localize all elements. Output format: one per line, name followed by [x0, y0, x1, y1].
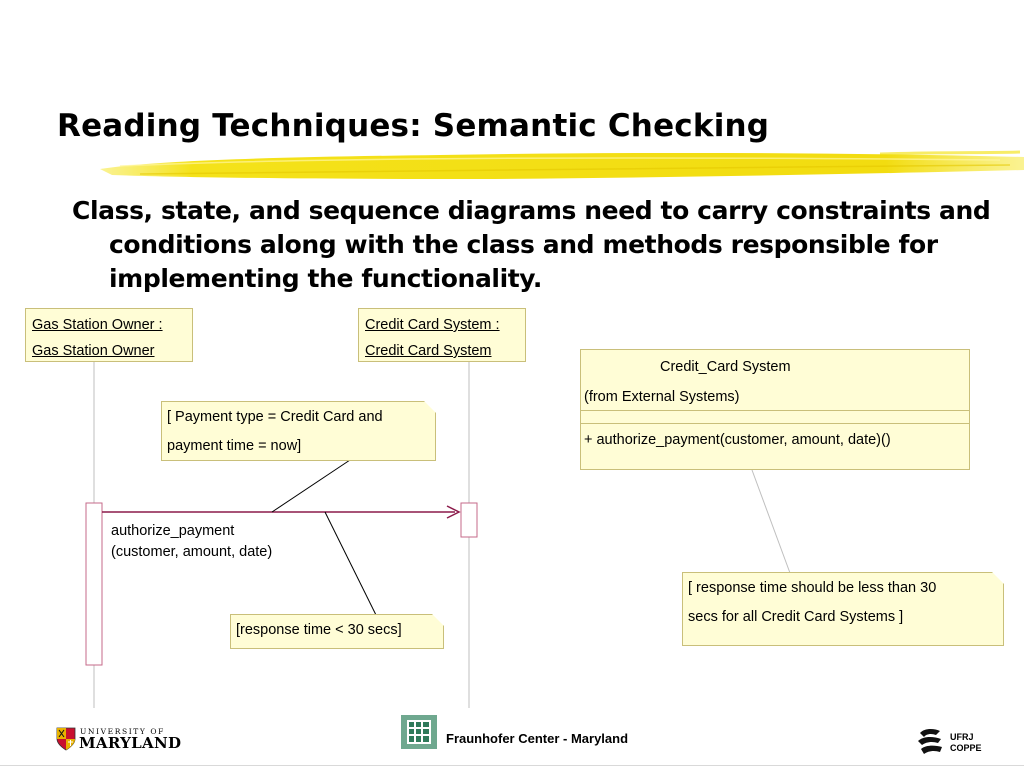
sequence-diagram-lines: [85, 362, 791, 708]
message-label-line2: (customer, amount, date): [111, 544, 273, 560]
ufrj-coppe-text: UFRJ COPPE: [950, 732, 982, 754]
activation-bar-credit-card: [460, 502, 478, 538]
activation-bar-owner: [85, 502, 103, 666]
highlight-brush-underline: [100, 150, 1024, 179]
note-response-time: [response time < 30 secs]: [230, 614, 444, 649]
ufrj-logo-icon: [918, 728, 942, 754]
class-package: (from External Systems): [584, 389, 740, 405]
umd-small-text: UNIVERSITY OF: [80, 727, 165, 736]
note-payment-line2: payment time = now]: [167, 438, 302, 454]
note-payment-condition: [ Payment type = Credit Card and payment…: [161, 401, 436, 461]
umd-shield-icon: [56, 727, 76, 751]
message-arrowhead: [446, 505, 461, 519]
message-label: authorize_payment (customer, amount, dat…: [111, 521, 272, 563]
object-ccs-line1: Credit Card System :: [365, 317, 500, 333]
message-label-line1: authorize_payment: [111, 523, 235, 539]
footer-divider: [0, 765, 1024, 766]
slide-title: Reading Techniques: Semantic Checking: [57, 108, 770, 144]
note-constraint-line1: [ response time should be less than 30: [688, 580, 937, 596]
object-ccs-line2: Credit Card System: [365, 343, 492, 359]
ufrj-line2: COPPE: [950, 743, 982, 753]
object-credit-card-system: Credit Card System : Credit Card System: [358, 308, 526, 362]
note-payment-line1: [ Payment type = Credit Card and: [167, 409, 383, 425]
ufrj-line1: UFRJ: [950, 732, 974, 742]
note-response-time-line1: [response time < 30 secs]: [236, 622, 402, 638]
class-name: Credit_Card System: [660, 359, 791, 375]
class-operation: + authorize_payment(customer, amount, da…: [584, 432, 891, 448]
bullet-text: Class, state, and sequence diagrams need…: [72, 196, 991, 293]
connector-class-note: [751, 469, 791, 574]
class-box-credit-card-system: Credit_Card System (from External System…: [580, 349, 970, 470]
note-constraint-line2: secs for all Credit Card Systems ]: [688, 609, 904, 625]
fraunhofer-logo-icon: [401, 715, 437, 749]
object-gas-station-owner: Gas Station Owner : Gas Station Owner: [25, 308, 193, 362]
footer-center-text: Fraunhofer Center - Maryland: [446, 731, 629, 746]
connector-response-note: [324, 511, 377, 616]
umd-big-text: MARYLAND: [79, 734, 182, 752]
class-attributes-section: [581, 411, 969, 424]
connector-payment-note: [271, 459, 351, 513]
object-owner-line2: Gas Station Owner: [32, 343, 155, 359]
note-response-constraint: [ response time should be less than 30 s…: [682, 572, 1004, 646]
object-owner-line1: Gas Station Owner :: [32, 317, 163, 333]
